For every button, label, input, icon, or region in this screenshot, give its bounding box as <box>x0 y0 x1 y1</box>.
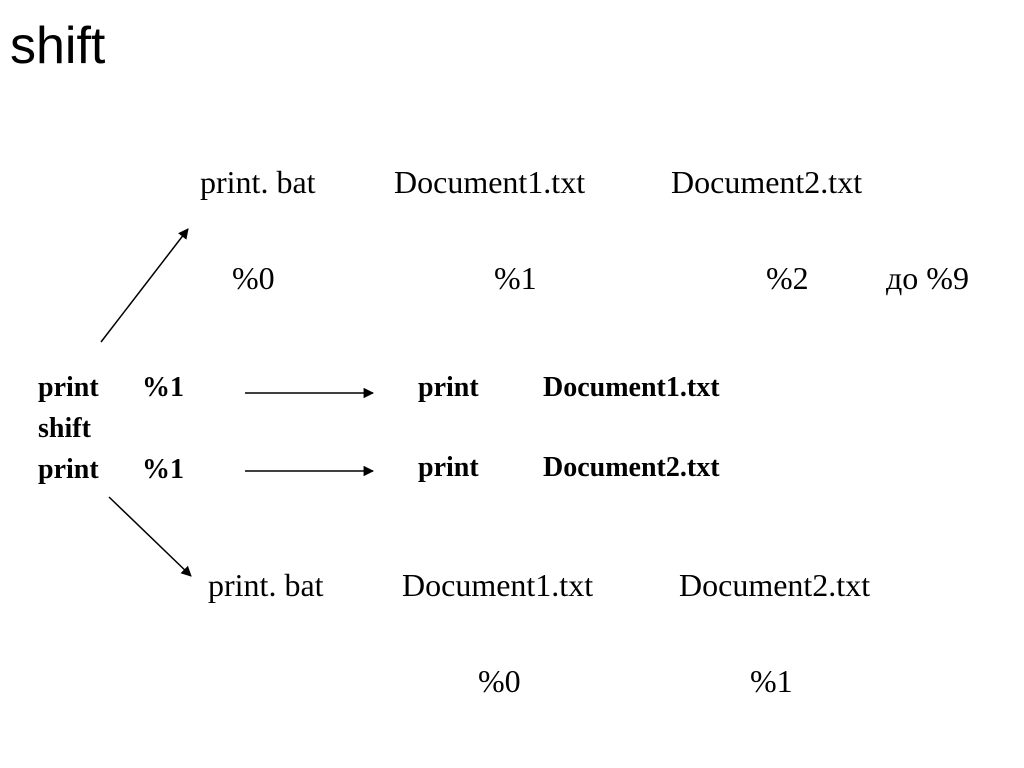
top-param-2: %2 <box>766 260 809 296</box>
script-line-3-arg: %1 <box>142 454 184 485</box>
result-1-arg: Document1.txt <box>543 372 720 403</box>
arrow-up-to-top-command <box>100 228 189 343</box>
result-2-cmd: print <box>418 452 479 483</box>
bottom-token-batch: print. bat <box>208 567 324 603</box>
top-param-1: %1 <box>494 260 537 296</box>
top-param-0: %0 <box>232 260 275 296</box>
slide-title: shift <box>10 17 106 75</box>
top-token-doc1: Document1.txt <box>394 164 586 200</box>
bottom-token-doc1: Document1.txt <box>402 567 594 603</box>
script-line-1-cmd: print <box>38 372 99 403</box>
result-2-arg: Document2.txt <box>543 452 720 483</box>
bottom-param-0: %0 <box>478 663 521 699</box>
top-token-doc2: Document2.txt <box>671 164 863 200</box>
top-token-batch: print. bat <box>200 164 316 200</box>
bottom-param-1: %1 <box>750 663 793 699</box>
result-1-cmd: print <box>418 372 479 403</box>
bottom-token-doc2: Document2.txt <box>679 567 871 603</box>
script-line-3-cmd: print <box>38 454 99 485</box>
top-param-9: до %9 <box>886 260 969 296</box>
script-line-1-arg: %1 <box>142 372 184 403</box>
script-line-2-cmd: shift <box>38 413 91 444</box>
arrow-down-to-bottom-command <box>108 496 192 577</box>
